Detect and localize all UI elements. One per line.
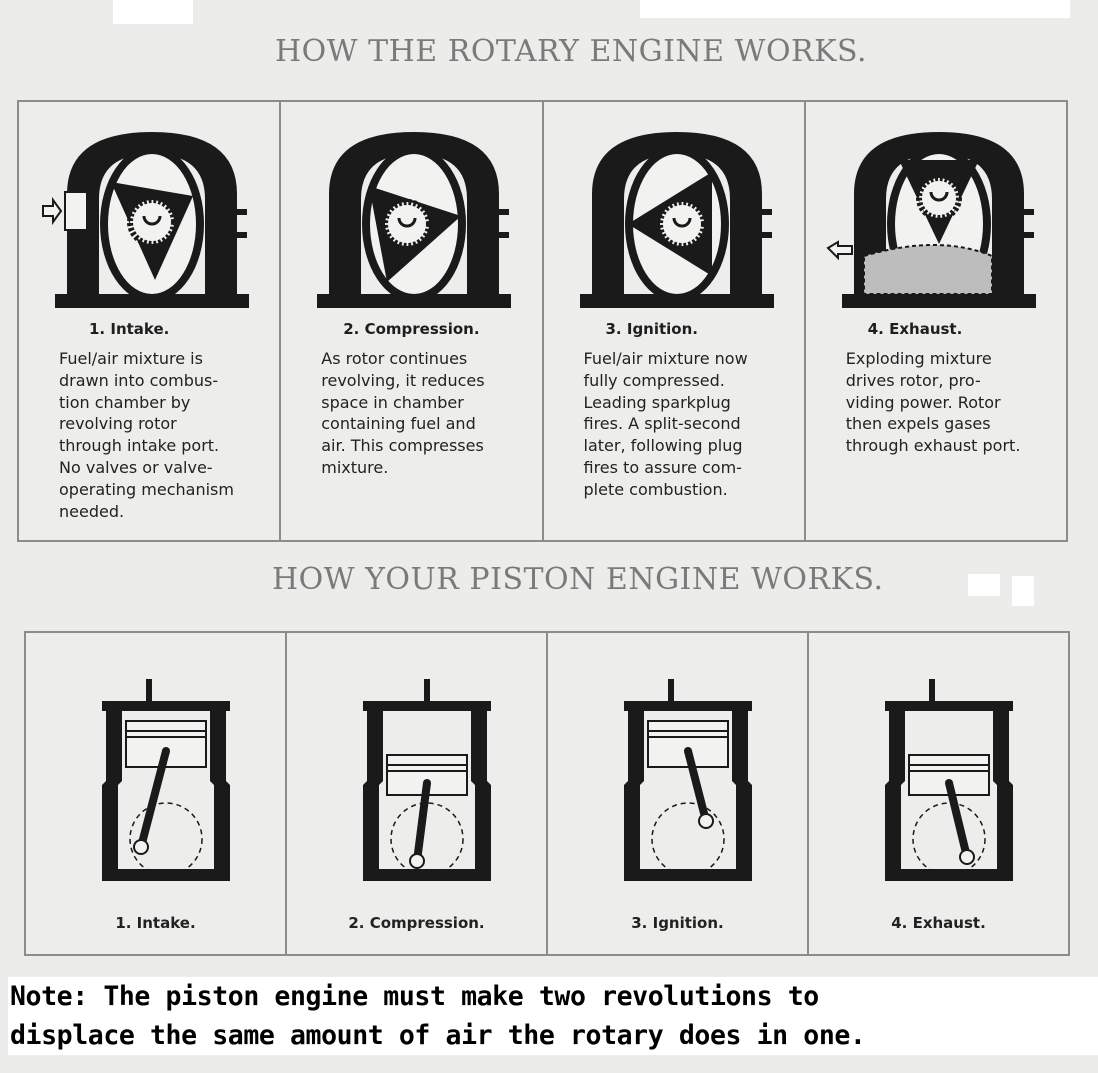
rotor-ignition-illustration [579,132,774,308]
piston-step-compression: 2. Compression. [287,633,548,954]
rotor-exhaust-illustration [826,132,1036,308]
rotary-step-ignition: 3. Ignition. Fuel/air mixture now fully … [544,102,806,540]
rotary-panel-row: 1. Intake. Fuel/air mixture is drawn int… [17,100,1068,542]
piston-step-intake: 1. Intake. [26,633,287,954]
paper-patch [968,574,1000,596]
rotor-compression-illustration [317,132,512,308]
rotary-step-intake: 1. Intake. Fuel/air mixture is drawn int… [19,102,282,540]
piston-panel-row: 1. Intake. 2. Compression. [24,631,1070,956]
piston-step-title: 1. Intake. [115,914,196,932]
paper-patch [1012,576,1034,606]
rotary-heading: HOW THE ROTARY ENGINE WORKS. [275,34,868,69]
piston-compression-illustration [363,679,491,881]
piston-intake-illustration [102,679,230,881]
rotary-step-title: 3. Ignition. [605,320,699,338]
paper-patch [113,0,193,24]
piston-step-title: 3. Ignition. [631,914,724,932]
rotary-step-compression: 2. Compression. As rotor continues revol… [281,102,544,540]
piston-step-title: 2. Compression. [348,914,485,932]
rotary-step-exhaust: 4. Exhaust. Exploding mixture drives rot… [806,102,1066,540]
paper-patch [640,0,1070,18]
footer-note: Note: The piston engine must make two re… [8,977,1098,1055]
rotary-step-title: 4. Exhaust. [867,320,963,338]
piston-exhaust-illustration [885,679,1013,881]
piston-heading: HOW YOUR PISTON ENGINE WORKS. [272,562,884,597]
rotary-step-description: Exploding mixture drives rotor, pro- vid… [845,349,1021,456]
rotary-step-title: 2. Compression. [343,320,480,338]
rotary-step-description: As rotor continues revolving, it reduces… [321,349,485,477]
rotary-step-description: Fuel/air mixture now fully compressed. L… [583,349,748,499]
piston-step-exhaust: 4. Exhaust. [809,633,1068,954]
piston-step-ignition: 3. Ignition. [548,633,809,954]
rotary-step-description: Fuel/air mixture is drawn into combus- t… [59,349,234,521]
rotary-step-title: 1. Intake. [89,320,170,338]
piston-step-title: 4. Exhaust. [891,914,986,932]
rotor-intake-illustration [42,132,249,308]
piston-ignition-illustration [624,679,752,881]
